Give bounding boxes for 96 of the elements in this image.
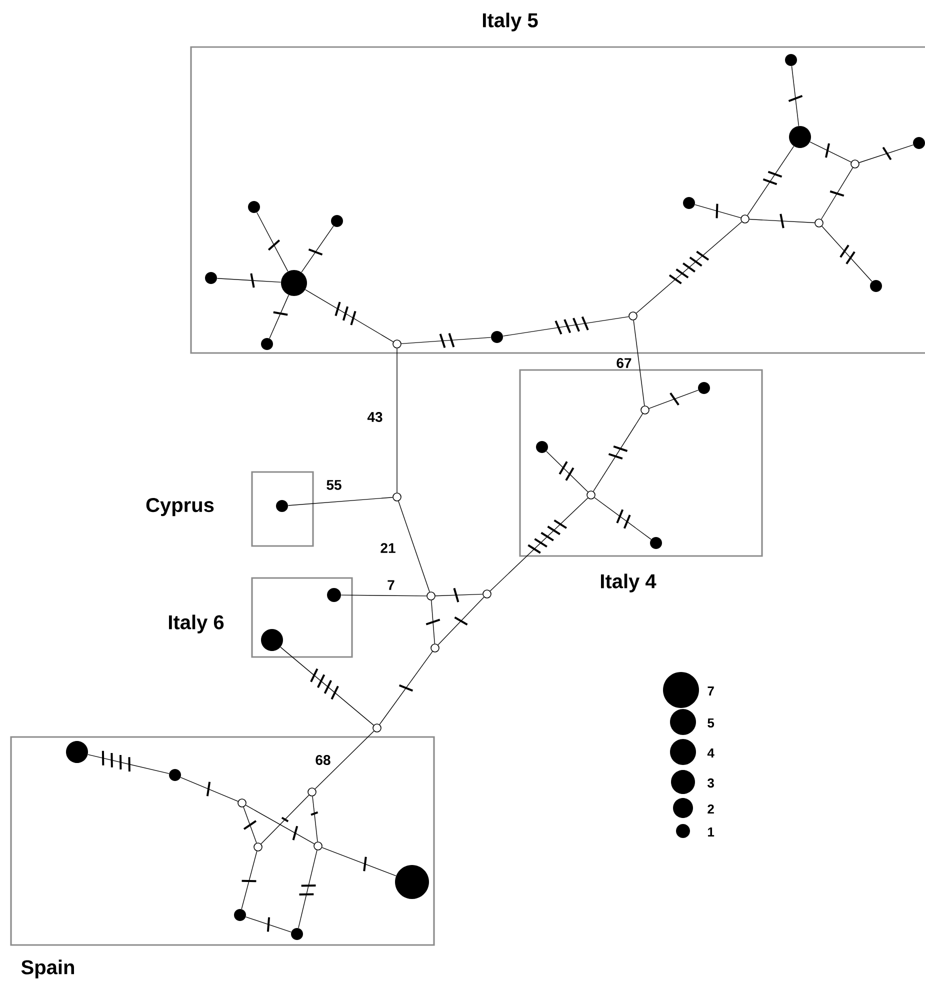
haplotype-circle <box>327 588 341 602</box>
group-heading: Spain <box>21 960 74 978</box>
network-line <box>305 289 394 342</box>
haplotype-circle <box>698 382 710 394</box>
network-line <box>546 451 588 492</box>
network-line <box>822 226 872 282</box>
haplotype-circle <box>261 629 283 651</box>
median-vector <box>238 798 246 808</box>
network-line <box>594 497 652 540</box>
median-vector <box>740 214 750 224</box>
network-line <box>241 850 258 910</box>
edge-label: 68 <box>314 754 332 766</box>
haplotype-circle <box>536 441 548 453</box>
network-line <box>396 348 398 493</box>
network-line <box>398 500 430 592</box>
edge-label: 55 <box>325 479 343 491</box>
median-vector <box>308 788 316 796</box>
haplotype-circle <box>789 126 811 148</box>
median-vector <box>482 590 492 598</box>
haplotype-circle <box>331 215 343 227</box>
haplotype-circle <box>683 197 695 209</box>
haplotype-circle <box>261 338 273 350</box>
median-vector <box>372 724 382 732</box>
network-line <box>288 497 393 506</box>
median-vector <box>850 160 860 168</box>
network-line <box>314 730 374 790</box>
network-line <box>633 320 645 406</box>
network-line <box>280 646 374 726</box>
network-line <box>269 294 289 339</box>
median-vector <box>430 644 440 652</box>
network-line <box>749 214 815 228</box>
network-line <box>426 600 440 644</box>
network-line <box>810 142 852 162</box>
median-vector <box>254 842 262 852</box>
haplotype-circle <box>205 272 217 284</box>
group-heading: Italy 4 <box>600 574 656 592</box>
haplotype-circle <box>66 741 88 763</box>
network-line <box>88 750 170 774</box>
network-line <box>788 66 803 126</box>
legend-label: 7 <box>708 686 714 696</box>
network-line <box>310 796 318 842</box>
group-heading: Italy 6 <box>168 614 224 634</box>
median-vector <box>628 312 638 320</box>
legend-label: 5 <box>708 718 714 728</box>
haplotype-circle <box>491 331 503 343</box>
network-line <box>301 226 334 273</box>
haplotype-circle <box>276 500 288 512</box>
haplotype-circle <box>395 865 429 899</box>
group-heading: Cyprus <box>146 498 214 516</box>
haplotype-circle <box>785 54 797 66</box>
network-line <box>340 594 427 596</box>
median-vector <box>814 218 824 228</box>
network-line <box>648 390 699 409</box>
network-line <box>490 498 588 592</box>
haplotype-circle <box>281 270 307 296</box>
median-vector <box>586 490 596 500</box>
network-line <box>747 146 794 216</box>
network-line <box>438 596 484 646</box>
network-line <box>246 916 292 932</box>
network-line <box>322 847 396 876</box>
median-vector <box>392 492 402 502</box>
network-line <box>401 333 492 348</box>
network-line <box>379 651 433 725</box>
legend-label: 4 <box>707 748 714 758</box>
edge-label: 7 <box>386 579 396 591</box>
network-line <box>180 777 238 802</box>
network-line <box>245 804 315 844</box>
median-vector <box>314 842 322 850</box>
network-line <box>694 204 742 218</box>
network-line <box>636 222 742 314</box>
network-line <box>243 806 257 844</box>
median-vector <box>392 340 402 348</box>
edge-label: 21 <box>379 542 397 554</box>
haplotype-circle <box>650 537 662 549</box>
network-line <box>260 794 310 844</box>
network-line <box>216 273 282 288</box>
network-line <box>435 588 483 602</box>
haplotype-circle <box>169 769 181 781</box>
edge-label: 43 <box>366 411 384 423</box>
legend-label: 3 <box>708 778 714 788</box>
network-line <box>593 413 643 492</box>
legend-label: 2 <box>708 804 714 814</box>
haplotype-circle <box>291 928 303 940</box>
haplotype-circle <box>234 909 246 921</box>
group-heading: Italy 5 <box>482 12 538 32</box>
median-vector <box>426 592 436 600</box>
haplotype-circle <box>870 280 882 292</box>
legend-label: 1 <box>708 828 714 836</box>
network-line <box>298 850 318 928</box>
edge-label: 67 <box>615 357 633 369</box>
median-vector <box>640 406 650 414</box>
network-line <box>858 144 914 163</box>
network-line <box>256 212 288 272</box>
network-line <box>820 167 854 220</box>
network-line <box>502 316 629 336</box>
haplotype-circle <box>248 201 260 213</box>
